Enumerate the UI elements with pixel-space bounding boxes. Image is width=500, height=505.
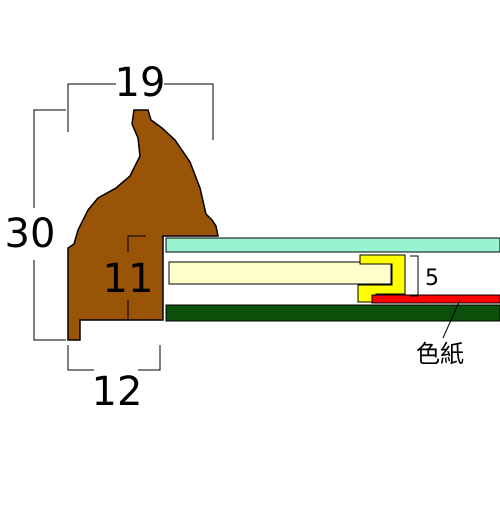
backing-board [165, 304, 500, 322]
frame-profile [67, 109, 219, 341]
dim-line-19 [67, 83, 116, 132]
dim-line-30-bottom [33, 260, 66, 341]
glass-pane [165, 237, 500, 253]
colored-paper-strip [371, 294, 500, 304]
dim-line-12-right [138, 345, 161, 371]
dim-line-11 [127, 235, 146, 252]
mat-board [168, 261, 392, 285]
dim-label-30: 30 [5, 211, 56, 257]
dim-label-5: 5 [425, 266, 439, 291]
dim-label-11: 11 [103, 256, 154, 302]
clip [357, 254, 406, 303]
dim-label-12: 12 [92, 369, 143, 415]
colored-paper-label: 色紙 [416, 340, 464, 368]
dim-line-19-right [164, 83, 214, 140]
dim-line-5 [410, 255, 419, 297]
dimension-lines [33, 83, 461, 371]
colored-paper-leader [442, 299, 461, 339]
dim-line-30 [33, 109, 66, 208]
dim-label-19: 19 [115, 60, 166, 106]
dim-line-12 [67, 345, 94, 371]
dim-line-11-bottom [127, 300, 146, 321]
